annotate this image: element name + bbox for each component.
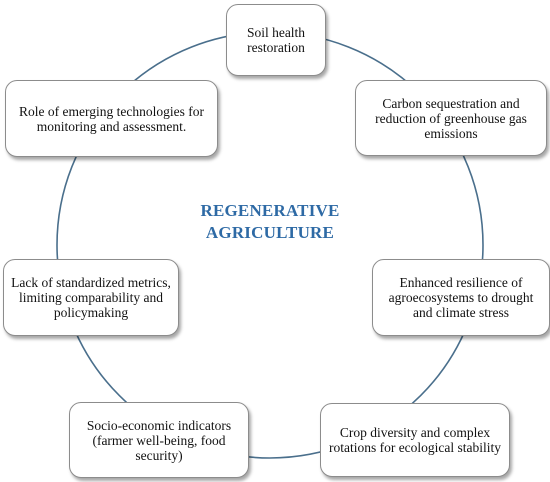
node-emerging-technologies: Role of emerging technologies for monito… [5,80,218,157]
node-soil-health: Soil health restoration [226,4,326,76]
node-enhanced-resilience: Enhanced resilience of agroecosystems to… [372,259,550,336]
node-carbon-sequestration: Carbon sequestration and reduction of gr… [355,80,547,156]
node-lack-of-metrics: Lack of standardized metrics, limiting c… [3,259,179,336]
node-socio-economic: Socio-economic indicators (farmer well-b… [69,402,249,478]
node-crop-diversity: Crop diversity and complex rotations for… [320,403,510,477]
center-title-line-1: REGENERATIVE [200,201,340,220]
center-title: REGENERATIVE AGRICULTURE [170,200,370,244]
center-title-line-2: AGRICULTURE [205,223,335,242]
